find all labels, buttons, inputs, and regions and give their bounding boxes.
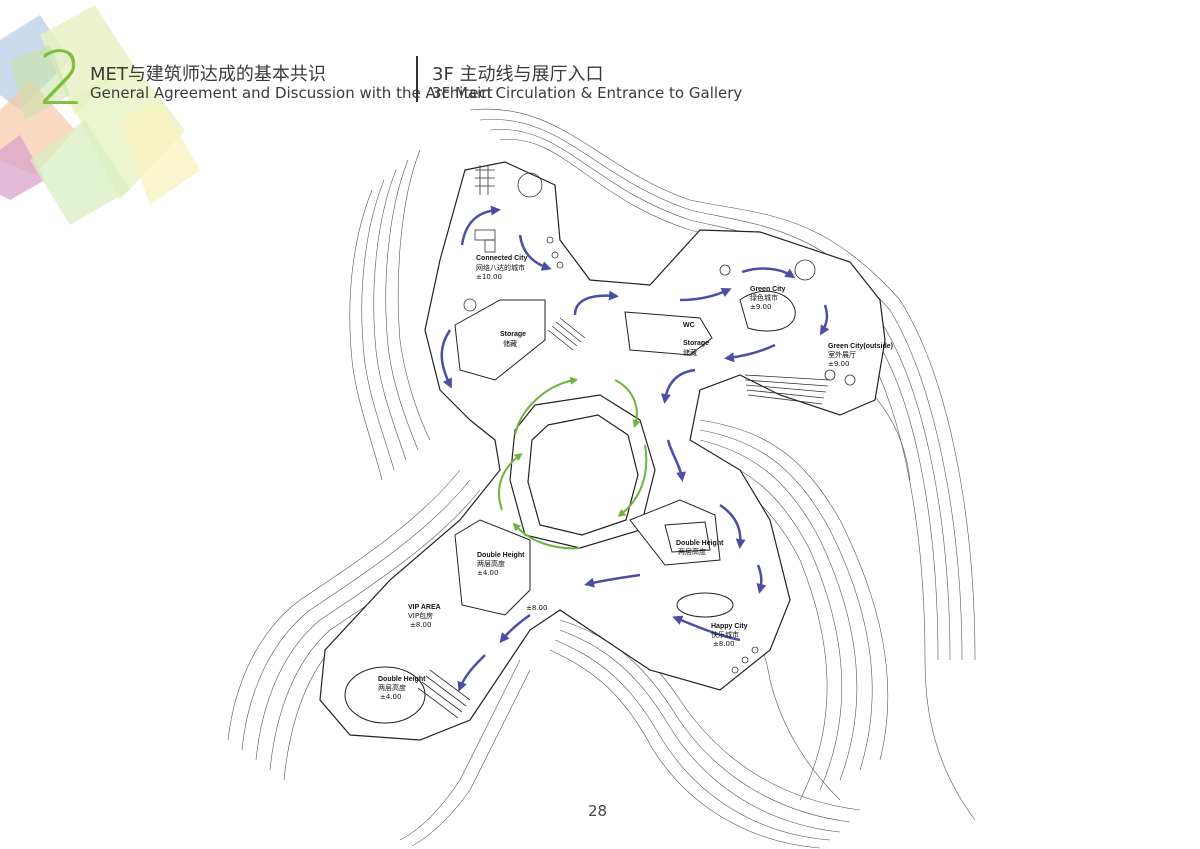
label-double-height-center-level: ±4.00 [477,569,498,577]
label-double-height-right-cn: 两层高度 [678,547,706,556]
label-storage-left-en: Storage [500,331,526,338]
label-connected-city-level: ±10.00 [476,273,502,281]
label-double-height-left-en: Double Height [378,676,426,683]
label-wc: WC [683,322,695,329]
label-green-city-outside-cn: 室外展厅 [828,350,856,359]
label-green-city-level: ±9.00 [750,303,771,311]
title-divider [416,56,418,102]
main-circulation-arrows [440,205,830,692]
label-vip-area-en: VIP AREA [408,604,441,611]
section-title-en: General Agreement and Discussion with th… [90,84,493,102]
label-vip-area-level: ±8.00 [410,621,431,629]
page-title-en: 3F Main Circulation & Entrance to Galler… [432,84,743,102]
label-double-height-center-en: Double Height [477,552,525,559]
label-happy-city-level: ±8.00 [713,640,734,648]
label-green-city-cn: 绿色城市 [750,293,778,302]
label-storage-left-cn: 储藏 [503,339,517,348]
stairs [417,165,831,719]
plan-labels: Connected City 网络八达的城市 ±10.00 Storage 储藏… [378,255,893,701]
section-title-cn: MET与建筑师达成的基本共识 [90,64,326,85]
label-double-height-right-en: Double Height [676,540,724,547]
central-atrium [509,394,656,549]
page-number: 28 [588,802,608,820]
building-outline [319,161,886,741]
section-number: 2 [38,36,86,122]
label-center-level: ±8.00 [526,604,547,612]
landscape-features [463,172,856,674]
label-happy-city-cn: 快乐城市 [711,630,739,639]
label-connected-city-cn: 网络八达的城市 [476,263,525,272]
page-title-cn: 3F 主动线与展厅入口 [432,64,604,85]
corner-decoration [0,5,200,225]
label-double-height-left-cn: 两层高度 [378,683,406,692]
label-storage-right-en: Storage [683,340,709,347]
label-storage-right-cn: 储藏 [683,348,697,357]
label-happy-city-en: Happy City [711,623,748,630]
label-vip-area-cn: VIP包房 [408,611,433,620]
label-double-height-center-cn: 两层高度 [477,559,505,568]
label-connected-city-en: Connected City [476,255,527,262]
label-green-city-outside-en: Green City(outside) [828,343,893,350]
label-green-city-en: Green City [750,286,786,293]
loop-circulation-arrows [498,376,648,550]
room-blocks [344,290,796,724]
label-green-city-outside-level: ±9.00 [828,360,849,368]
label-double-height-left-level: ±4.00 [380,693,401,701]
